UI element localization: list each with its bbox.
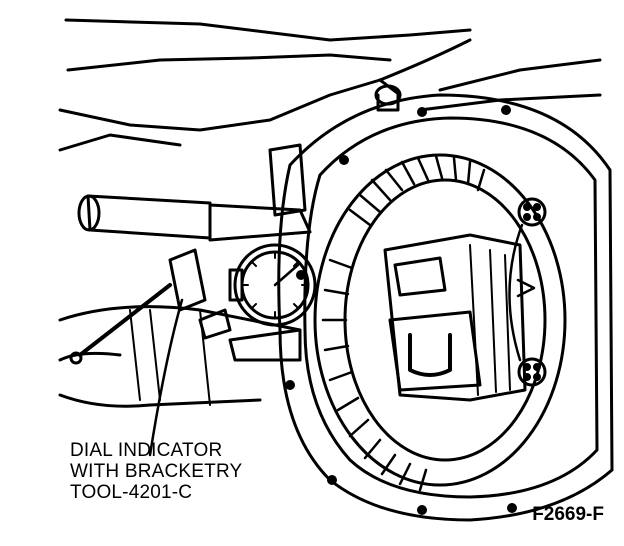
callout-leader-line	[148, 298, 184, 457]
axle-housing	[58, 143, 307, 408]
dial-indicator-tool	[69, 194, 317, 365]
flange-bolts	[285, 105, 517, 515]
callout-line-3: TOOL-4201-C	[70, 482, 193, 503]
callout-line-2: WITH BRACKETRY	[70, 461, 243, 482]
bearing-adjuster	[508, 197, 547, 387]
callout-line-1: DIAL INDICATOR	[70, 440, 223, 461]
carrier-flange-outer	[277, 93, 614, 522]
tool-callout-label: DIAL INDICATOR WITH BRACKETRY TOOL-4201-…	[70, 440, 310, 503]
ring-gear	[313, 153, 567, 492]
figure-id: F2669-F	[532, 504, 604, 525]
carrier-flange-inner	[303, 116, 599, 499]
housing-outline	[58, 18, 602, 152]
differential-case	[383, 233, 527, 402]
